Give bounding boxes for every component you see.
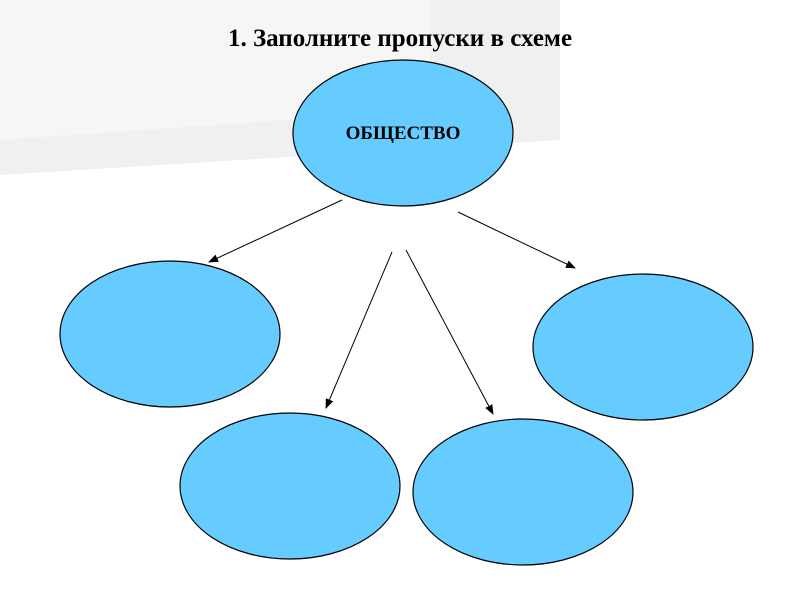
edge-root-left xyxy=(208,199,343,263)
node-left[interactable] xyxy=(59,260,281,408)
edge-root-bottom-right xyxy=(405,249,494,415)
page-title: 1. Заполните пропуски в схеме xyxy=(227,25,573,52)
edge-root-bottom-left xyxy=(325,251,393,409)
edge-root-right xyxy=(457,211,576,269)
node-root[interactable]: ОБЩЕСТВО xyxy=(292,59,514,207)
node-bottom-right[interactable] xyxy=(412,418,634,566)
node-bottom-left[interactable] xyxy=(179,412,401,560)
node-root-label: ОБЩЕСТВО xyxy=(346,123,461,144)
node-right[interactable] xyxy=(532,273,754,421)
